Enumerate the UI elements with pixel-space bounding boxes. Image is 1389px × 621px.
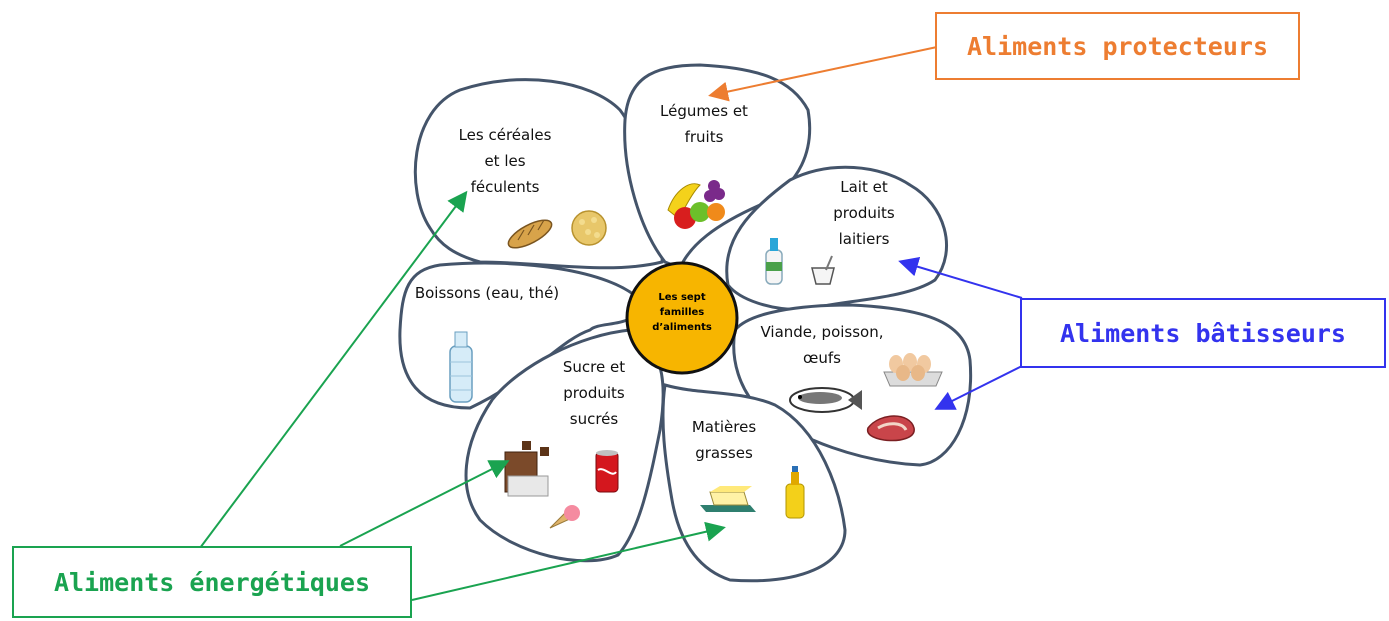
arrow-energetiques-cereales (199, 190, 468, 549)
eggs-icon (883, 353, 943, 387)
fruit-basket-icon (667, 180, 725, 229)
label-line: Lait et (840, 178, 888, 196)
category-label-energetiques: Aliments énergétiques (53, 567, 371, 597)
milk-bottle-icon (765, 238, 783, 285)
center-circle (625, 261, 739, 375)
petal-label-legumes: Légumes et fruits (660, 102, 748, 146)
arrow-batisseurs-lait (898, 257, 1023, 299)
petal-sucre (464, 328, 665, 563)
label-line: Boissons (eau, thé) (415, 284, 559, 302)
petal-label-matieres: Matières grasses (692, 418, 756, 462)
center-label: Les sept familles d’aliments (652, 292, 712, 333)
oil-bottle-icon (785, 466, 805, 519)
label-line: laitiers (839, 230, 890, 248)
petal-legumes (623, 63, 812, 270)
category-label-batisseurs: Aliments bâtisseurs (1060, 318, 1346, 348)
butter-icon (700, 486, 756, 512)
label-line: produits (833, 204, 895, 222)
petal-label-boissons: Boissons (eau, thé) (415, 284, 559, 302)
petal-label-sucre: Sucre et produits sucrés (563, 358, 625, 428)
steak-icon (866, 415, 915, 442)
petal-label-lait: Lait et produits laitiers (833, 178, 895, 248)
label-line: Matières (692, 418, 756, 436)
category-box-protecteurs: Aliments protecteurs (935, 12, 1300, 80)
arrow-protecteurs (708, 46, 938, 102)
label-line: Les céréales (459, 126, 552, 144)
category-box-batisseurs: Aliments bâtisseurs (1020, 298, 1386, 368)
ice-cream-icon (549, 505, 580, 529)
label-line: Viande, poisson, (760, 323, 883, 341)
arrow-energetiques-matieres (411, 521, 726, 601)
soda-can-icon (595, 450, 619, 493)
chocolate-icon (504, 441, 549, 497)
arrow-batisseurs-viande (934, 365, 1023, 410)
fish-icon (789, 387, 862, 413)
label-line: féculents (471, 178, 540, 196)
water-bottle-icon (449, 331, 473, 403)
bread-icon (507, 219, 553, 249)
label-line: produits (563, 384, 625, 402)
label-line: d’aliments (652, 322, 712, 333)
category-box-energetiques: Aliments énergétiques (12, 546, 412, 618)
category-label-protecteurs: Aliments protecteurs (966, 31, 1269, 61)
label-line: Légumes et (660, 102, 748, 120)
label-line: Sucre et (563, 358, 625, 376)
petal-label-viande: Viande, poisson, œufs (760, 323, 883, 367)
label-line: sucrés (570, 410, 619, 428)
label-line: fruits (685, 128, 724, 146)
arrow-energetiques-sucre (339, 460, 510, 547)
label-line: familles (660, 307, 705, 318)
yogurt-icon (811, 255, 835, 285)
label-line: et les (484, 152, 525, 170)
pasta-icon (571, 210, 607, 246)
label-line: grasses (695, 444, 753, 462)
label-line: Les sept (658, 292, 705, 303)
label-line: œufs (803, 349, 841, 367)
petal-label-cereales: Les céréales et les féculents (459, 126, 552, 196)
